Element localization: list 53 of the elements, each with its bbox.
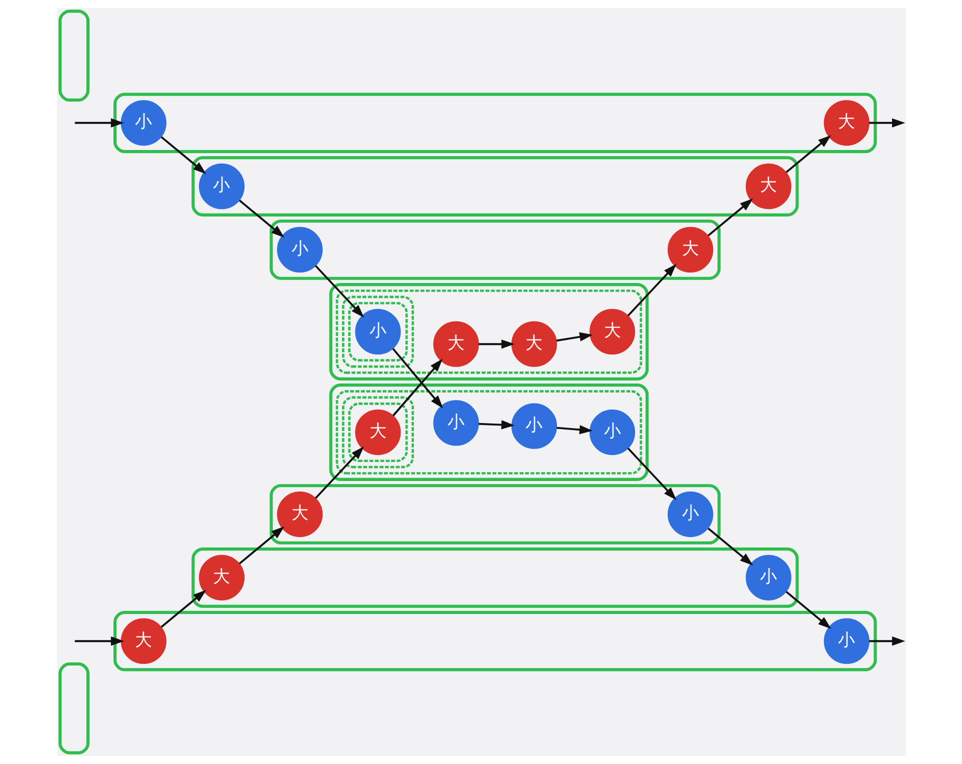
arrow xyxy=(160,590,206,628)
arrow xyxy=(626,264,676,316)
node-circle: 小 xyxy=(198,164,244,210)
arrow xyxy=(478,340,514,349)
arrow xyxy=(556,332,592,342)
arrow xyxy=(707,198,753,236)
arrow xyxy=(392,358,442,416)
node-circle: 小 xyxy=(745,554,791,600)
cluster xyxy=(348,402,408,462)
cluster xyxy=(112,92,876,154)
arrow xyxy=(74,636,124,646)
node-circle: 小 xyxy=(667,491,713,538)
arrow xyxy=(238,526,284,564)
node-circle: 大 xyxy=(120,618,166,664)
node-circle: 大 xyxy=(354,409,400,456)
arrow xyxy=(707,528,753,566)
node-circle: 小 xyxy=(276,226,322,273)
cluster xyxy=(335,390,642,474)
arrow xyxy=(238,200,284,238)
node-circle: 小 xyxy=(823,618,869,664)
arrow xyxy=(392,348,443,408)
cluster xyxy=(348,302,408,362)
arrow xyxy=(74,118,124,128)
arrow xyxy=(626,448,676,500)
arrow xyxy=(785,135,831,173)
node-circle: 大 xyxy=(198,554,244,600)
node-circle: 大 xyxy=(276,491,322,538)
cluster xyxy=(342,296,414,368)
node-box xyxy=(58,10,89,102)
cluster xyxy=(328,283,648,380)
node-circle: 大 xyxy=(510,321,557,367)
node-circle: 大 xyxy=(823,100,869,146)
node-box xyxy=(58,662,89,754)
node-circle: 大 xyxy=(667,226,713,273)
node-circle: 小 xyxy=(432,400,478,446)
arrow xyxy=(160,136,206,174)
arrow xyxy=(868,118,905,128)
node-circle: 小 xyxy=(589,409,635,456)
node-circle: 小 xyxy=(354,308,400,355)
cluster xyxy=(112,610,876,672)
arrow xyxy=(478,420,514,430)
arrow xyxy=(314,265,364,318)
node-circle: 大 xyxy=(745,164,791,210)
arrow xyxy=(868,636,905,646)
node-circle: 小 xyxy=(510,403,557,449)
cluster xyxy=(342,396,414,468)
arrow xyxy=(314,446,364,499)
node-circle: 大 xyxy=(432,321,478,367)
arrow xyxy=(785,591,831,629)
node-circle: 大 xyxy=(589,308,635,355)
node-circle: 小 xyxy=(120,100,166,146)
arrow xyxy=(556,425,592,434)
cluster xyxy=(328,384,648,481)
